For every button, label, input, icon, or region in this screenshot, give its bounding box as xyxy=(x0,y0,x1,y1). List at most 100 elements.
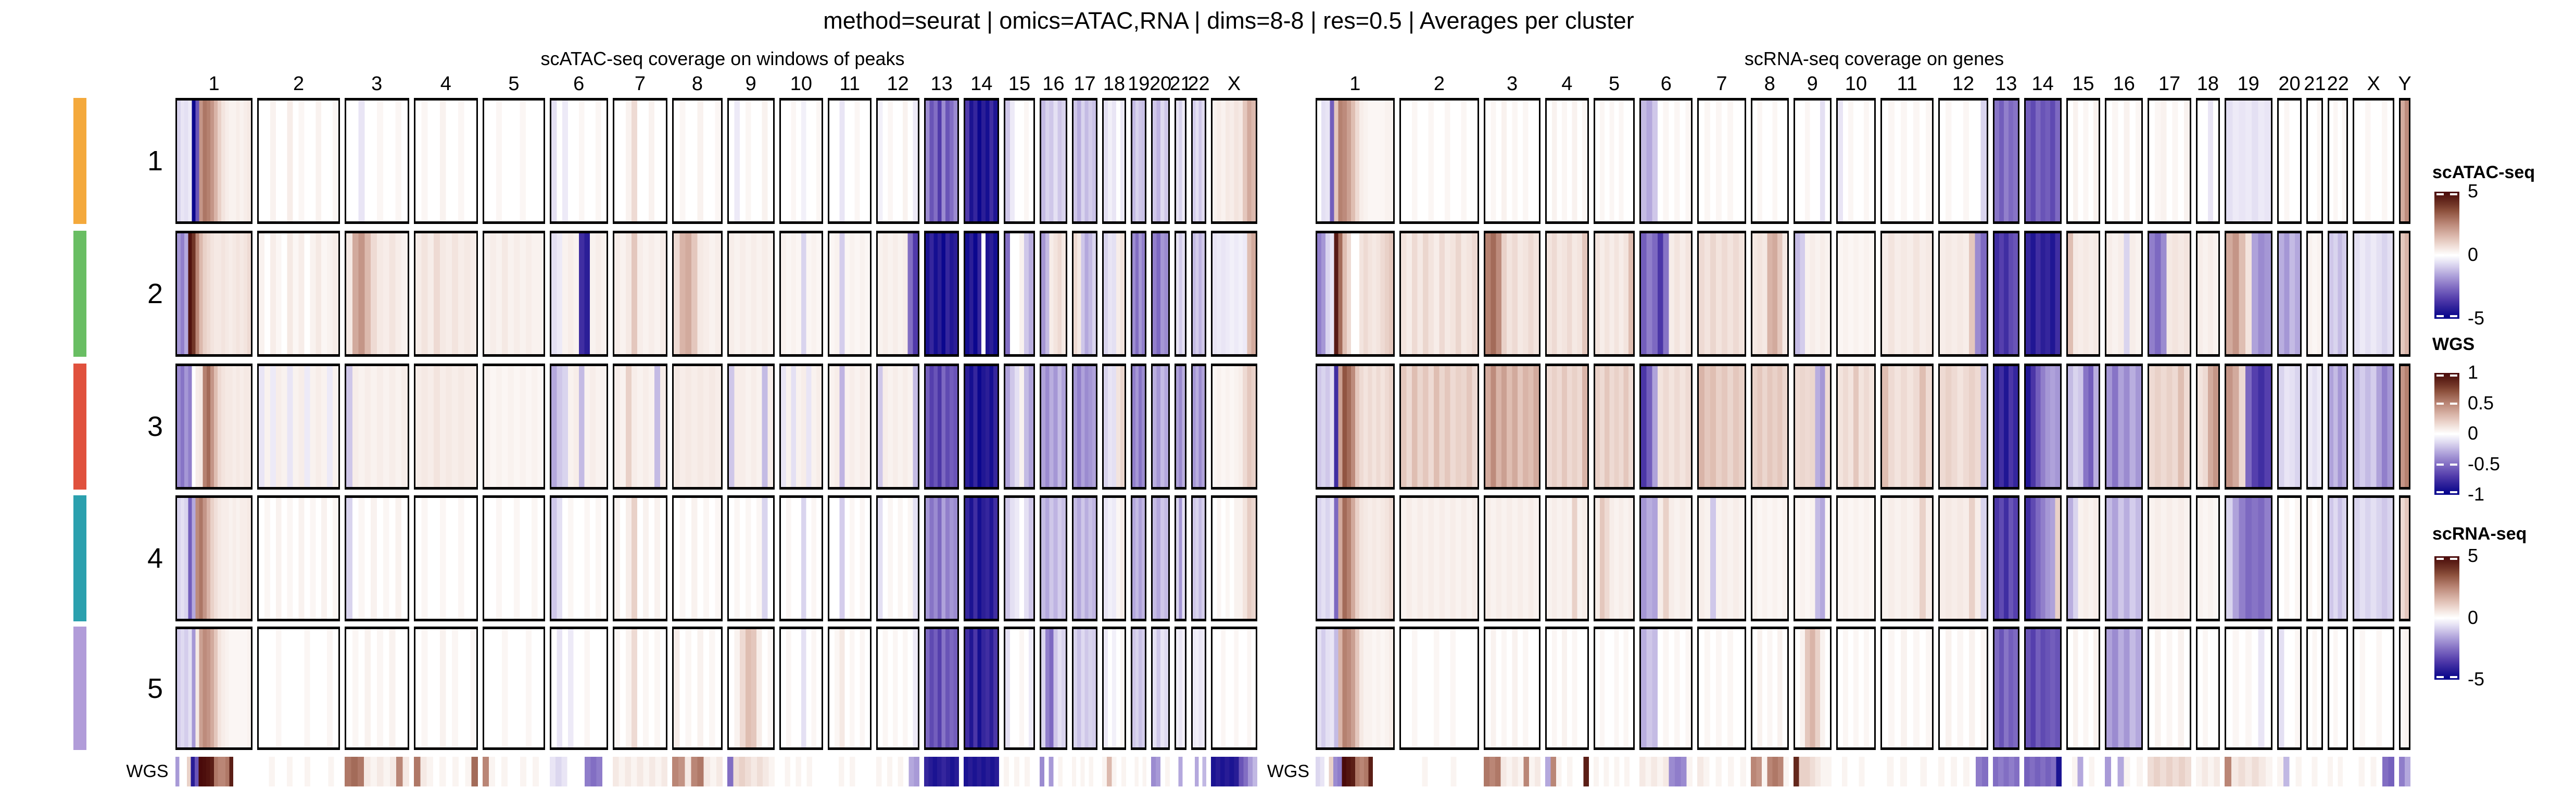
chrom-label-atac-22: 22 xyxy=(1188,73,1210,95)
heatmap-block-atac-chr3-cluster4 xyxy=(344,495,409,621)
heatmap-block-rna-chr3-cluster5 xyxy=(1484,627,1540,750)
heatmap-block-atac-chr22-cluster5 xyxy=(1191,627,1206,750)
wgs-strip-atac-chr17 xyxy=(1071,757,1097,786)
wgs-strip-rna-chr18 xyxy=(2195,757,2220,786)
heatmap-block-atac-chr9-cluster4 xyxy=(727,495,775,621)
heatmap-block-atac-chr8-cluster3 xyxy=(672,364,723,490)
heatmap-block-rna-chr5-cluster4 xyxy=(1593,495,1635,621)
heatmap-block-rna-chr3-cluster1 xyxy=(1484,98,1540,224)
heatmap-block-atac-chr19-cluster4 xyxy=(1131,495,1147,621)
heatmap-block-rna-chr21-cluster5 xyxy=(2306,627,2324,750)
legend-tick-WGS-0: 0 xyxy=(2468,422,2479,444)
heatmap-block-atac-chr17-cluster1 xyxy=(1071,98,1097,224)
wgs-strip-atac-chr3 xyxy=(344,757,409,786)
heatmap-block-rna-chr15-cluster2 xyxy=(2066,231,2101,357)
legend-tick-dash xyxy=(2436,463,2444,466)
cluster-row-label-5: 5 xyxy=(147,672,163,704)
heatmap-block-rna-chr1-cluster5 xyxy=(1316,627,1395,750)
heatmap-block-atac-chr20-cluster1 xyxy=(1151,98,1170,224)
wgs-strip-rna-chr6 xyxy=(1639,757,1693,786)
heatmap-block-atac-chr10-cluster2 xyxy=(779,231,824,357)
heatmap-block-rna-chr8-cluster1 xyxy=(1750,98,1789,224)
heatmap-block-rna-chrX-cluster2 xyxy=(2353,231,2395,357)
heatmap-block-rna-chr15-cluster3 xyxy=(2066,364,2101,490)
heatmap-block-atac-chrX-cluster2 xyxy=(1210,231,1257,357)
figure-title: method=seurat | omics=ATAC,RNA | dims=8-… xyxy=(823,7,1634,34)
heatmap-block-rna-chr5-cluster1 xyxy=(1593,98,1635,224)
wgs-strip-atac-chr4 xyxy=(413,757,478,786)
heatmap-block-atac-chrX-cluster1 xyxy=(1210,98,1257,224)
heatmap-block-atac-chr2-cluster3 xyxy=(257,364,340,490)
wgs-strip-atac-chr20 xyxy=(1151,757,1170,786)
heatmap-block-rna-chr8-cluster3 xyxy=(1750,364,1789,490)
wgs-strip-atac-chr22 xyxy=(1191,757,1206,786)
chrom-label-rna-16: 16 xyxy=(2113,73,2135,95)
heatmap-block-atac-chr17-cluster2 xyxy=(1071,231,1097,357)
heatmap-block-rna-chr2-cluster1 xyxy=(1399,98,1480,224)
heatmap-block-rna-chr6-cluster1 xyxy=(1639,98,1693,224)
heatmap-block-atac-chr11-cluster3 xyxy=(828,364,872,490)
heatmap-block-atac-chr22-cluster2 xyxy=(1191,231,1206,357)
heatmap-block-rna-chr2-cluster3 xyxy=(1399,364,1480,490)
heatmap-block-atac-chr21-cluster1 xyxy=(1174,98,1187,224)
heatmap-block-rna-chr5-cluster5 xyxy=(1593,627,1635,750)
heatmap-block-atac-chr6-cluster2 xyxy=(549,231,608,357)
heatmap-block-rna-chr13-cluster4 xyxy=(1992,495,2019,621)
heatmap-block-atac-chr10-cluster5 xyxy=(779,627,824,750)
heatmap-block-atac-chr3-cluster5 xyxy=(344,627,409,750)
heatmap-block-rna-chr9-cluster3 xyxy=(1793,364,1832,490)
cluster-row-label-2: 2 xyxy=(147,278,163,309)
heatmap-block-rna-chr22-cluster2 xyxy=(2328,231,2348,357)
heatmap-block-rna-chr8-cluster5 xyxy=(1750,627,1789,750)
legend-title-scatac: scATAC-seq xyxy=(2432,162,2535,182)
chrom-label-rna-13: 13 xyxy=(1995,73,2017,95)
heatmap-block-atac-chr19-cluster1 xyxy=(1131,98,1147,224)
heatmap-block-atac-chr7-cluster2 xyxy=(612,231,668,357)
heatmap-block-atac-chr16-cluster4 xyxy=(1039,495,1067,621)
heatmap-block-rna-chr7-cluster1 xyxy=(1697,98,1746,224)
legend-tick-dash xyxy=(2436,558,2444,560)
heatmap-block-atac-chr7-cluster3 xyxy=(612,364,668,490)
heatmap-block-rna-chr20-cluster1 xyxy=(2277,98,2302,224)
legend-tick-scRNA-seq--5: -5 xyxy=(2468,668,2485,690)
legend-tick-dash xyxy=(2450,676,2457,678)
legend-tick-scRNA-seq-5: 5 xyxy=(2468,545,2479,566)
chrom-label-rna-8: 8 xyxy=(1764,73,1775,95)
wgs-strip-rna-chr11 xyxy=(1880,757,1934,786)
heatmap-block-atac-chr18-cluster1 xyxy=(1102,98,1127,224)
heatmap-block-atac-chr13-cluster2 xyxy=(924,231,959,357)
legend-tick-dash xyxy=(2436,315,2444,317)
heatmap-block-atac-chr5-cluster4 xyxy=(483,495,545,621)
chrom-label-rna-9: 9 xyxy=(1807,73,1818,95)
heatmap-block-rna-chr6-cluster2 xyxy=(1639,231,1693,357)
chrom-label-rna-1: 1 xyxy=(1349,73,1361,95)
cluster-row-label-3: 3 xyxy=(147,411,163,442)
heatmap-block-atac-chr12-cluster1 xyxy=(876,98,919,224)
heatmap-block-rna-chr10-cluster2 xyxy=(1836,231,1876,357)
wgs-strip-rna-chr9 xyxy=(1793,757,1832,786)
heatmap-block-atac-chr1-cluster2 xyxy=(175,231,253,357)
legend-tick-dash xyxy=(2436,374,2444,377)
heatmap-block-atac-chr10-cluster3 xyxy=(779,364,824,490)
heatmap-block-rna-chr5-cluster3 xyxy=(1593,364,1635,490)
heatmap-block-atac-chr3-cluster2 xyxy=(344,231,409,357)
chrom-label-rna-18: 18 xyxy=(2196,73,2219,95)
chrom-label-atac-4: 4 xyxy=(440,73,451,95)
legend-tick-dash xyxy=(2450,402,2457,405)
chrom-label-atac-11: 11 xyxy=(839,73,860,95)
legend-title-scrna: scRNA-seq xyxy=(2432,524,2527,544)
chrom-label-rna-21: 21 xyxy=(2304,73,2326,95)
heatmap-block-atac-chr7-cluster1 xyxy=(612,98,668,224)
heatmap-block-rna-chr18-cluster4 xyxy=(2195,495,2220,621)
heatmap-block-atac-chr8-cluster4 xyxy=(672,495,723,621)
heatmap-block-atac-chr1-cluster1 xyxy=(175,98,253,224)
chrom-label-rna-14: 14 xyxy=(2031,73,2054,95)
heatmap-block-atac-chr12-cluster3 xyxy=(876,364,919,490)
heatmap-block-rna-chr16-cluster1 xyxy=(2105,98,2143,224)
heatmap-block-atac-chr15-cluster1 xyxy=(1004,98,1035,224)
heatmap-block-atac-chr8-cluster5 xyxy=(672,627,723,750)
heatmap-block-atac-chr20-cluster5 xyxy=(1151,627,1170,750)
wgs-strip-rna-chr3 xyxy=(1484,757,1540,786)
heatmap-block-atac-chr18-cluster5 xyxy=(1102,627,1127,750)
wgs-strip-rna-chr2 xyxy=(1399,757,1480,786)
